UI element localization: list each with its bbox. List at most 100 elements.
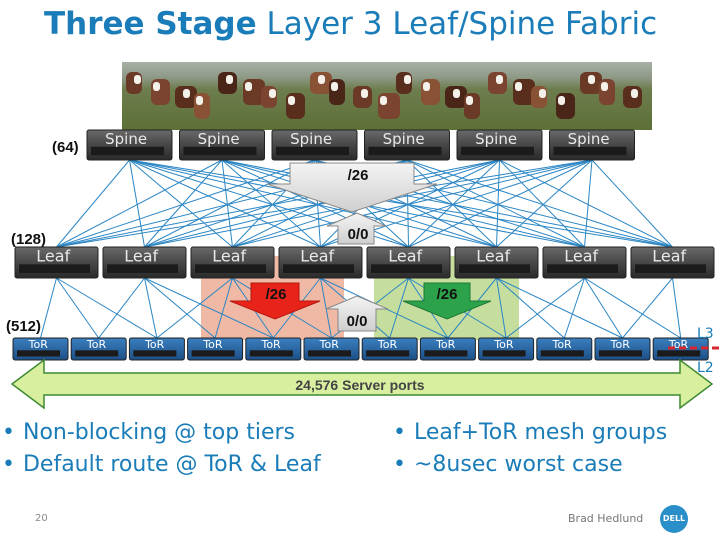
leaf-switch: Leaf bbox=[102, 246, 187, 279]
cow-face bbox=[600, 82, 608, 91]
left-tor-prefix-label: /26 bbox=[266, 286, 287, 303]
cow bbox=[580, 72, 602, 94]
tor-switch-ports bbox=[657, 350, 701, 357]
spine-leaf-link bbox=[56, 159, 593, 248]
cow-face bbox=[539, 89, 546, 98]
tor-switch-ports bbox=[366, 350, 410, 357]
spine-leaf-link bbox=[232, 159, 593, 248]
cow bbox=[488, 72, 507, 94]
cow-face bbox=[631, 89, 638, 98]
tor-switch: ToR bbox=[187, 337, 244, 361]
tor-default-label: 0/0 bbox=[347, 313, 368, 330]
cow bbox=[396, 72, 412, 94]
leaf-switch-label: Leaf bbox=[36, 246, 70, 265]
leaf-switch-ports bbox=[635, 264, 706, 274]
layer3-label: L3 bbox=[697, 326, 714, 342]
cow-face bbox=[226, 75, 233, 84]
spine-leaf-link bbox=[129, 159, 145, 248]
tor-switch: ToR bbox=[128, 337, 185, 361]
leaf-switch-ports bbox=[459, 264, 530, 274]
spine-leaf-link bbox=[56, 159, 500, 248]
spine-leaf-link bbox=[56, 159, 223, 248]
green-prefix-arrow: /26 bbox=[402, 282, 492, 320]
cow bbox=[193, 93, 210, 119]
spine-leaf-link bbox=[221, 159, 409, 248]
spine-leaf-link bbox=[408, 159, 593, 248]
spine-leaf-link bbox=[56, 159, 315, 248]
leaf-tor-link bbox=[672, 277, 682, 339]
spine-count-label: (64) bbox=[52, 139, 79, 156]
tor-switch-label: ToR bbox=[319, 338, 340, 351]
tor-switch-label: ToR bbox=[610, 338, 631, 351]
leaf-switch-label: Leaf bbox=[476, 246, 510, 265]
cow bbox=[150, 79, 170, 105]
leaf-tor-link bbox=[320, 277, 332, 339]
spine-switch-ports bbox=[276, 146, 349, 156]
tor-switch-label: ToR bbox=[435, 338, 456, 351]
spine-aggregate-arrow: /26 bbox=[266, 162, 438, 213]
cow bbox=[218, 72, 237, 94]
spine-leaf-link bbox=[499, 159, 673, 248]
spine-leaf-link bbox=[129, 159, 233, 248]
tor-switch-label: ToR bbox=[202, 338, 223, 351]
cow bbox=[328, 79, 345, 105]
spine-leaf-link bbox=[499, 159, 585, 248]
spine-switch-label: Spine bbox=[568, 130, 610, 148]
leaf-switch-ports bbox=[547, 264, 618, 274]
tor-switch-ports bbox=[249, 350, 293, 357]
leaf-switch-label: Leaf bbox=[124, 246, 158, 265]
leaf-switch-label: Leaf bbox=[564, 246, 598, 265]
leaf-tor-link bbox=[56, 277, 100, 339]
spine-leaf-link bbox=[221, 159, 233, 248]
cow bbox=[377, 93, 400, 119]
bullet-list-right: Leaf+ToR mesh groups ~8usec worst case bbox=[393, 420, 667, 484]
tor-switch-ports bbox=[191, 350, 235, 357]
cow-face bbox=[496, 75, 503, 84]
leaf-switch-ports bbox=[107, 264, 178, 274]
cow bbox=[598, 79, 615, 105]
cow-face bbox=[287, 96, 295, 105]
spine-leaf-link bbox=[496, 159, 500, 248]
spine-leaf-link bbox=[129, 159, 321, 248]
spine-switch-label: Spine bbox=[105, 130, 147, 148]
cow bbox=[445, 86, 467, 108]
spine-leaf-link bbox=[406, 159, 585, 248]
tor-switch: ToR bbox=[478, 337, 535, 361]
tor-switch: ToR bbox=[12, 337, 69, 361]
right-tor-prefix-label: /26 bbox=[437, 286, 458, 303]
cow bbox=[126, 72, 142, 94]
leaf-tor-link bbox=[144, 277, 158, 339]
spine-leaf-link bbox=[406, 159, 673, 248]
cow-face bbox=[588, 75, 595, 84]
cow bbox=[175, 86, 197, 108]
spine-leaf-link bbox=[584, 159, 593, 248]
cow-face bbox=[557, 96, 565, 105]
cow bbox=[310, 72, 332, 94]
spine-switch-ports bbox=[183, 146, 257, 156]
tor-switch-ports bbox=[482, 350, 526, 357]
spine-switch: Spine bbox=[271, 129, 358, 161]
spine-leaf-link bbox=[56, 159, 130, 248]
leaf-tor-link bbox=[563, 277, 585, 339]
cow bbox=[242, 79, 265, 105]
spine-switch-label: Spine bbox=[475, 130, 517, 148]
leaf-switch-ports bbox=[195, 264, 266, 274]
leaf-switch: Leaf bbox=[542, 246, 627, 279]
spine-leaf-link bbox=[144, 159, 223, 248]
bullet-mesh-groups: Leaf+ToR mesh groups bbox=[393, 420, 667, 452]
spine-switch: Spine bbox=[86, 129, 173, 161]
spine-switch: Spine bbox=[364, 129, 450, 161]
cow-face bbox=[183, 89, 190, 98]
leaf-tor-link bbox=[584, 277, 681, 339]
tor-switch: ToR bbox=[303, 337, 360, 361]
leaf-switch: Leaf bbox=[366, 246, 451, 279]
spine-leaf-link bbox=[129, 159, 673, 248]
cow-face bbox=[244, 82, 252, 91]
spine-prefix-label: /26 bbox=[348, 167, 369, 184]
cow bbox=[531, 86, 547, 108]
spine-leaf-link bbox=[406, 159, 497, 248]
leaf-switch-label: Leaf bbox=[212, 246, 246, 265]
cow-face bbox=[269, 89, 276, 98]
leaf-tor-link bbox=[496, 277, 565, 339]
